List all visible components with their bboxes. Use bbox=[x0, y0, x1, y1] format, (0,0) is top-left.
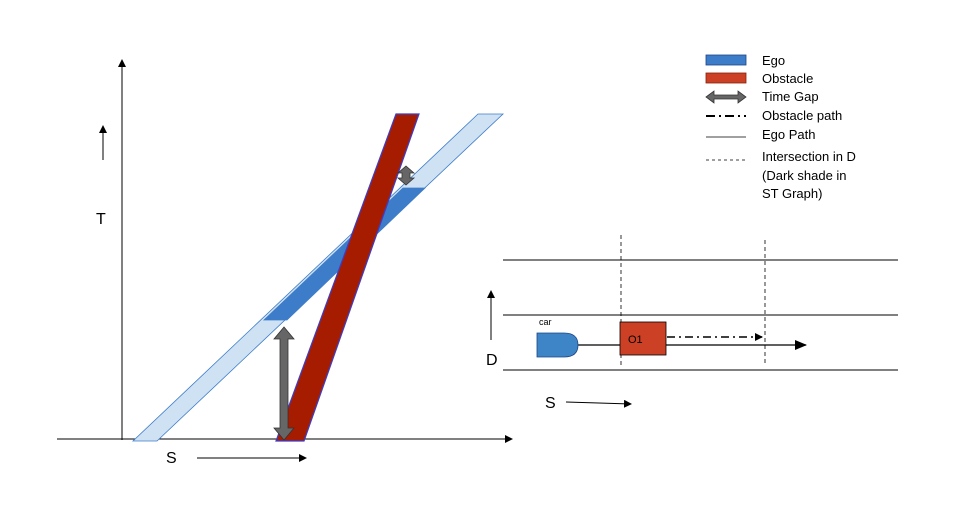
t-axis-label: T bbox=[96, 211, 106, 228]
s-axis-label: S bbox=[166, 450, 177, 467]
road-s-direction-arrow bbox=[565, 399, 632, 408]
car-shape bbox=[536, 332, 579, 358]
legend-time-gap-label: Time Gap bbox=[762, 89, 819, 104]
legend-time-gap-icon bbox=[705, 90, 747, 104]
legend-intersection-label-2: (Dark shade in bbox=[762, 168, 847, 183]
obstacle-box bbox=[619, 321, 667, 356]
legend-obstacle-swatch bbox=[705, 72, 747, 84]
time-gap-arrow-lower bbox=[273, 326, 295, 441]
legend: Ego Obstacle Time Gap Obstacle path Ego … bbox=[705, 53, 856, 201]
legend-intersection-label-3: ST Graph) bbox=[762, 186, 822, 201]
legend-obstacle-path-label: Obstacle path bbox=[762, 108, 842, 123]
legend-obstacle-label: Obstacle bbox=[762, 71, 813, 86]
legend-intersection-label-1: Intersection in D bbox=[762, 149, 856, 164]
road-s-axis-label: S bbox=[545, 395, 556, 412]
legend-ego-swatch bbox=[705, 54, 747, 66]
obstacle-band bbox=[275, 113, 420, 442]
obstacle-label: O1 bbox=[628, 334, 643, 346]
car-label: car bbox=[539, 317, 552, 327]
time-gap-arrow-upper bbox=[396, 165, 416, 186]
legend-ego-path-label: Ego Path bbox=[762, 127, 816, 142]
road-view: car O1 D S bbox=[486, 235, 898, 412]
st-graph: T S bbox=[57, 59, 513, 467]
d-axis-label: D bbox=[486, 352, 498, 369]
legend-ego-label: Ego bbox=[762, 53, 785, 68]
